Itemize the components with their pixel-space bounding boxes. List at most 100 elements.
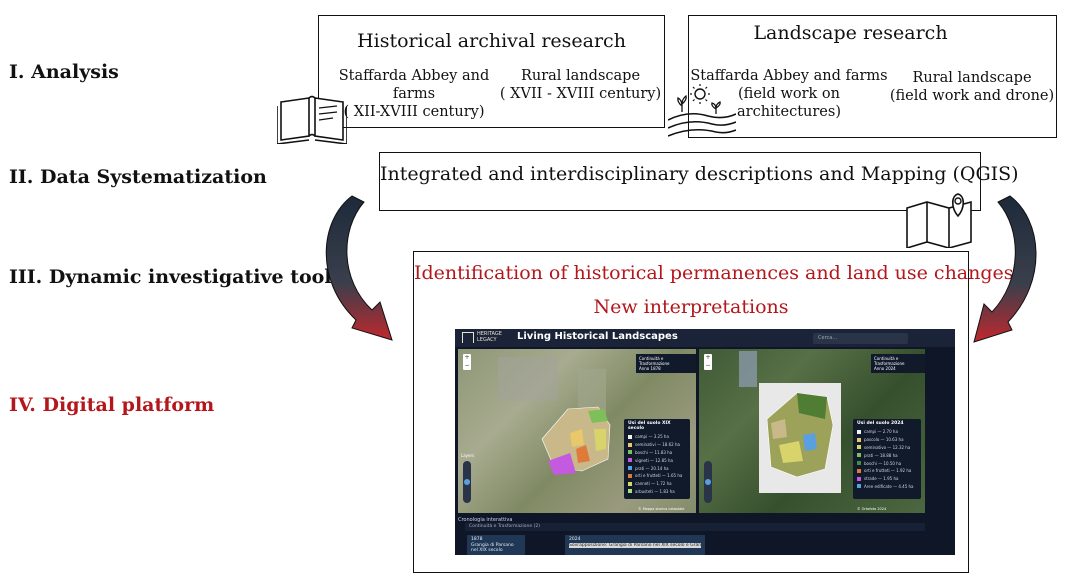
historical-rural-line2: ( XVII - XVIII century) xyxy=(499,86,662,102)
historical-rural-line1: Rural landscape xyxy=(520,68,641,84)
historical-legend-item: seminativi — 18.62 ha xyxy=(624,441,690,449)
timeline-card-1878[interactable]: 1878 Grangia di Parsano nel XIX secolo xyxy=(467,535,525,555)
current-legend-swatch xyxy=(857,468,861,473)
current-legend-item: orti e frutteti — 1.92 ha xyxy=(853,467,921,475)
systematization-text: Integrated and interdisciplinary descrip… xyxy=(380,163,1019,185)
current-legend: Usi del suolo 2024 campi — 2.70 ha pascol… xyxy=(853,419,921,499)
current-credit: © Ortofoto 2024 xyxy=(857,507,887,511)
platform-brand-line2: LEGACY xyxy=(477,337,497,343)
current-legend-swatch xyxy=(857,445,861,450)
dynamic-line2: New interpretations xyxy=(593,296,789,318)
map-pin-icon xyxy=(903,190,979,252)
current-legend-label: orti e frutteti — 1.92 ha xyxy=(864,468,912,474)
current-info-sub: Anno 2024 xyxy=(874,366,896,371)
historical-legend-item: arbusteti — 1.83 ha xyxy=(624,488,690,496)
historical-legend: Usi del suolo XIX secolo campi — 3.25 ha… xyxy=(624,419,690,499)
timeline-section[interactable]: Continuità e Trasformazione (2) xyxy=(465,523,925,531)
historical-map-zoom-control[interactable]: +− xyxy=(463,354,471,370)
current-legend-label: Aree edificate — 4.45 ha xyxy=(864,483,914,489)
historical-map-panel[interactable]: +− Continuità e Trasformazione Anno 1878… xyxy=(458,349,696,513)
stage-platform-label: IV. Digital platform xyxy=(9,394,215,416)
landscape-abbey-line1: Staffarda Abbey and farms xyxy=(690,68,888,84)
current-legend-label: strade — 1.95 ha xyxy=(864,476,899,482)
historical-map-fields xyxy=(498,357,611,475)
historical-legend-swatch xyxy=(628,458,632,463)
historical-legend-label: boschi — 11.83 ha xyxy=(635,449,673,455)
systematization-box: Integrated and interdisciplinary descrip… xyxy=(379,152,1019,211)
historical-legend-label: campi — 3.25 ha xyxy=(635,434,669,440)
platform-title: Living Historical Landscapes xyxy=(517,331,678,342)
current-legend-label: boschi — 10.50 ha xyxy=(864,460,902,466)
historical-map-info: Continuità e Trasformazione Anno 1878 xyxy=(636,354,696,373)
current-legend-swatch xyxy=(857,461,861,466)
historical-legend-title: Usi del suolo XIX secolo xyxy=(628,421,671,431)
current-legend-swatch xyxy=(857,484,861,489)
historical-legend-swatch xyxy=(628,473,632,478)
platform-brand-line1: HERITAGE xyxy=(477,331,502,337)
historical-legend-swatch xyxy=(628,434,632,439)
current-legend-title: Usi del suolo 2024 xyxy=(857,421,904,426)
historical-legend-item: campi — 3.25 ha xyxy=(624,433,690,441)
right-curved-arrow xyxy=(973,195,1037,343)
current-legend-item: seminativo — 12.32 ha xyxy=(853,444,921,452)
current-legend-swatch xyxy=(857,437,861,442)
landscape-abbey-line2: (field work on xyxy=(738,86,840,102)
historical-slider-handle[interactable] xyxy=(464,479,470,485)
landscape-research-box: Landscape research Staffarda Abbey and f… xyxy=(688,15,1057,138)
current-info-title: Continuità e Trasformazione xyxy=(874,356,905,366)
historical-legend-item: canneti — 1.72 ha xyxy=(624,480,690,488)
landscape-rural-line2: (field work and drone) xyxy=(889,88,1055,104)
current-legend-item: pascolo — 10.63 ha xyxy=(853,436,921,444)
current-map-panel[interactable]: +− Continuità e Trasformazione Anno 2024… xyxy=(699,349,925,513)
historical-abbey-text: Staffarda Abbey and farms ( XII-XVIII ce… xyxy=(319,67,509,121)
platform-header: HERITAGE LEGACY Living Historical Landsc… xyxy=(455,329,955,347)
historical-legend-label: seminativi — 18.62 ha xyxy=(635,442,680,448)
historical-legend-item: prati — 20.14 ha xyxy=(624,464,690,472)
current-map-zoom-control[interactable]: +− xyxy=(704,354,712,370)
timeline-panel: Cronologia interattiva Continuità e Tras… xyxy=(455,515,955,555)
timeline-card-2024[interactable]: 2024 Sovrapposizione: Grangia di Parsano… xyxy=(565,535,705,555)
book-icon xyxy=(276,92,348,148)
landscape-abbey-text: Staffarda Abbey and farms (field work on… xyxy=(689,67,889,121)
current-layer-slider[interactable] xyxy=(704,461,712,503)
platform-logo-icon xyxy=(462,332,474,343)
historical-research-title: Historical archival research xyxy=(357,30,626,52)
left-curved-arrow xyxy=(325,195,393,341)
historical-abbey-line1: Staffarda Abbey and farms xyxy=(338,68,490,102)
historical-legend-swatch xyxy=(628,450,632,455)
historical-slider-label: Layers xyxy=(461,453,475,458)
historical-info-title: Continuità e Trasformazione xyxy=(639,356,670,366)
timeline-card-2024-year: 2024 xyxy=(569,537,581,542)
current-legend-swatch xyxy=(857,476,861,481)
landscape-research-title: Landscape research xyxy=(753,22,948,44)
timeline-card-1878-year: 1878 xyxy=(471,537,483,542)
current-map-fields xyxy=(739,351,841,493)
platform-brand: HERITAGE LEGACY xyxy=(477,331,502,343)
historical-legend-swatch xyxy=(628,489,632,494)
timeline-card-1878-text: Grangia di Parsano nel XIX secolo xyxy=(471,542,514,554)
historical-legend-swatch xyxy=(628,442,632,447)
platform-search-input[interactable]: Cerca... xyxy=(813,333,908,344)
historical-legend-item: orti e frutteti — 1.65 ha xyxy=(624,472,690,480)
stage-systematization-label: II. Data Systematization xyxy=(9,166,267,188)
landscape-abbey-line3: architectures) xyxy=(737,104,841,120)
current-legend-item: prati — 18.88 ha xyxy=(853,451,921,459)
stage-analysis-label: I. Analysis xyxy=(9,61,119,83)
historical-legend-label: vigneti — 12.85 ha xyxy=(635,457,673,463)
current-legend-label: campi — 2.70 ha xyxy=(864,429,898,435)
historical-credit: © Mappa storica catastale xyxy=(638,507,685,511)
landscape-rural-text: Rural landscape (field work and drone) xyxy=(889,69,1055,105)
current-legend-label: pascolo — 10.63 ha xyxy=(864,437,904,443)
current-legend-swatch xyxy=(857,429,861,434)
historical-rural-text: Rural landscape ( XVII - XVIII century) xyxy=(499,67,662,103)
landscape-rural-line1: Rural landscape xyxy=(912,70,1032,86)
stage-dynamic-label: III. Dynamic investigative tool xyxy=(9,266,332,288)
current-legend-swatch xyxy=(857,453,861,458)
historical-legend-label: orti e frutteti — 1.65 ha xyxy=(635,473,683,479)
current-legend-item: Aree edificate — 4.45 ha xyxy=(853,483,921,491)
landscape-icon xyxy=(667,82,737,146)
current-legend-item: campi — 2.70 ha xyxy=(853,428,921,436)
historical-layer-slider[interactable] xyxy=(463,461,471,503)
current-slider-handle[interactable] xyxy=(705,479,711,485)
dynamic-line1: Identification of historical permanences… xyxy=(414,262,1014,284)
